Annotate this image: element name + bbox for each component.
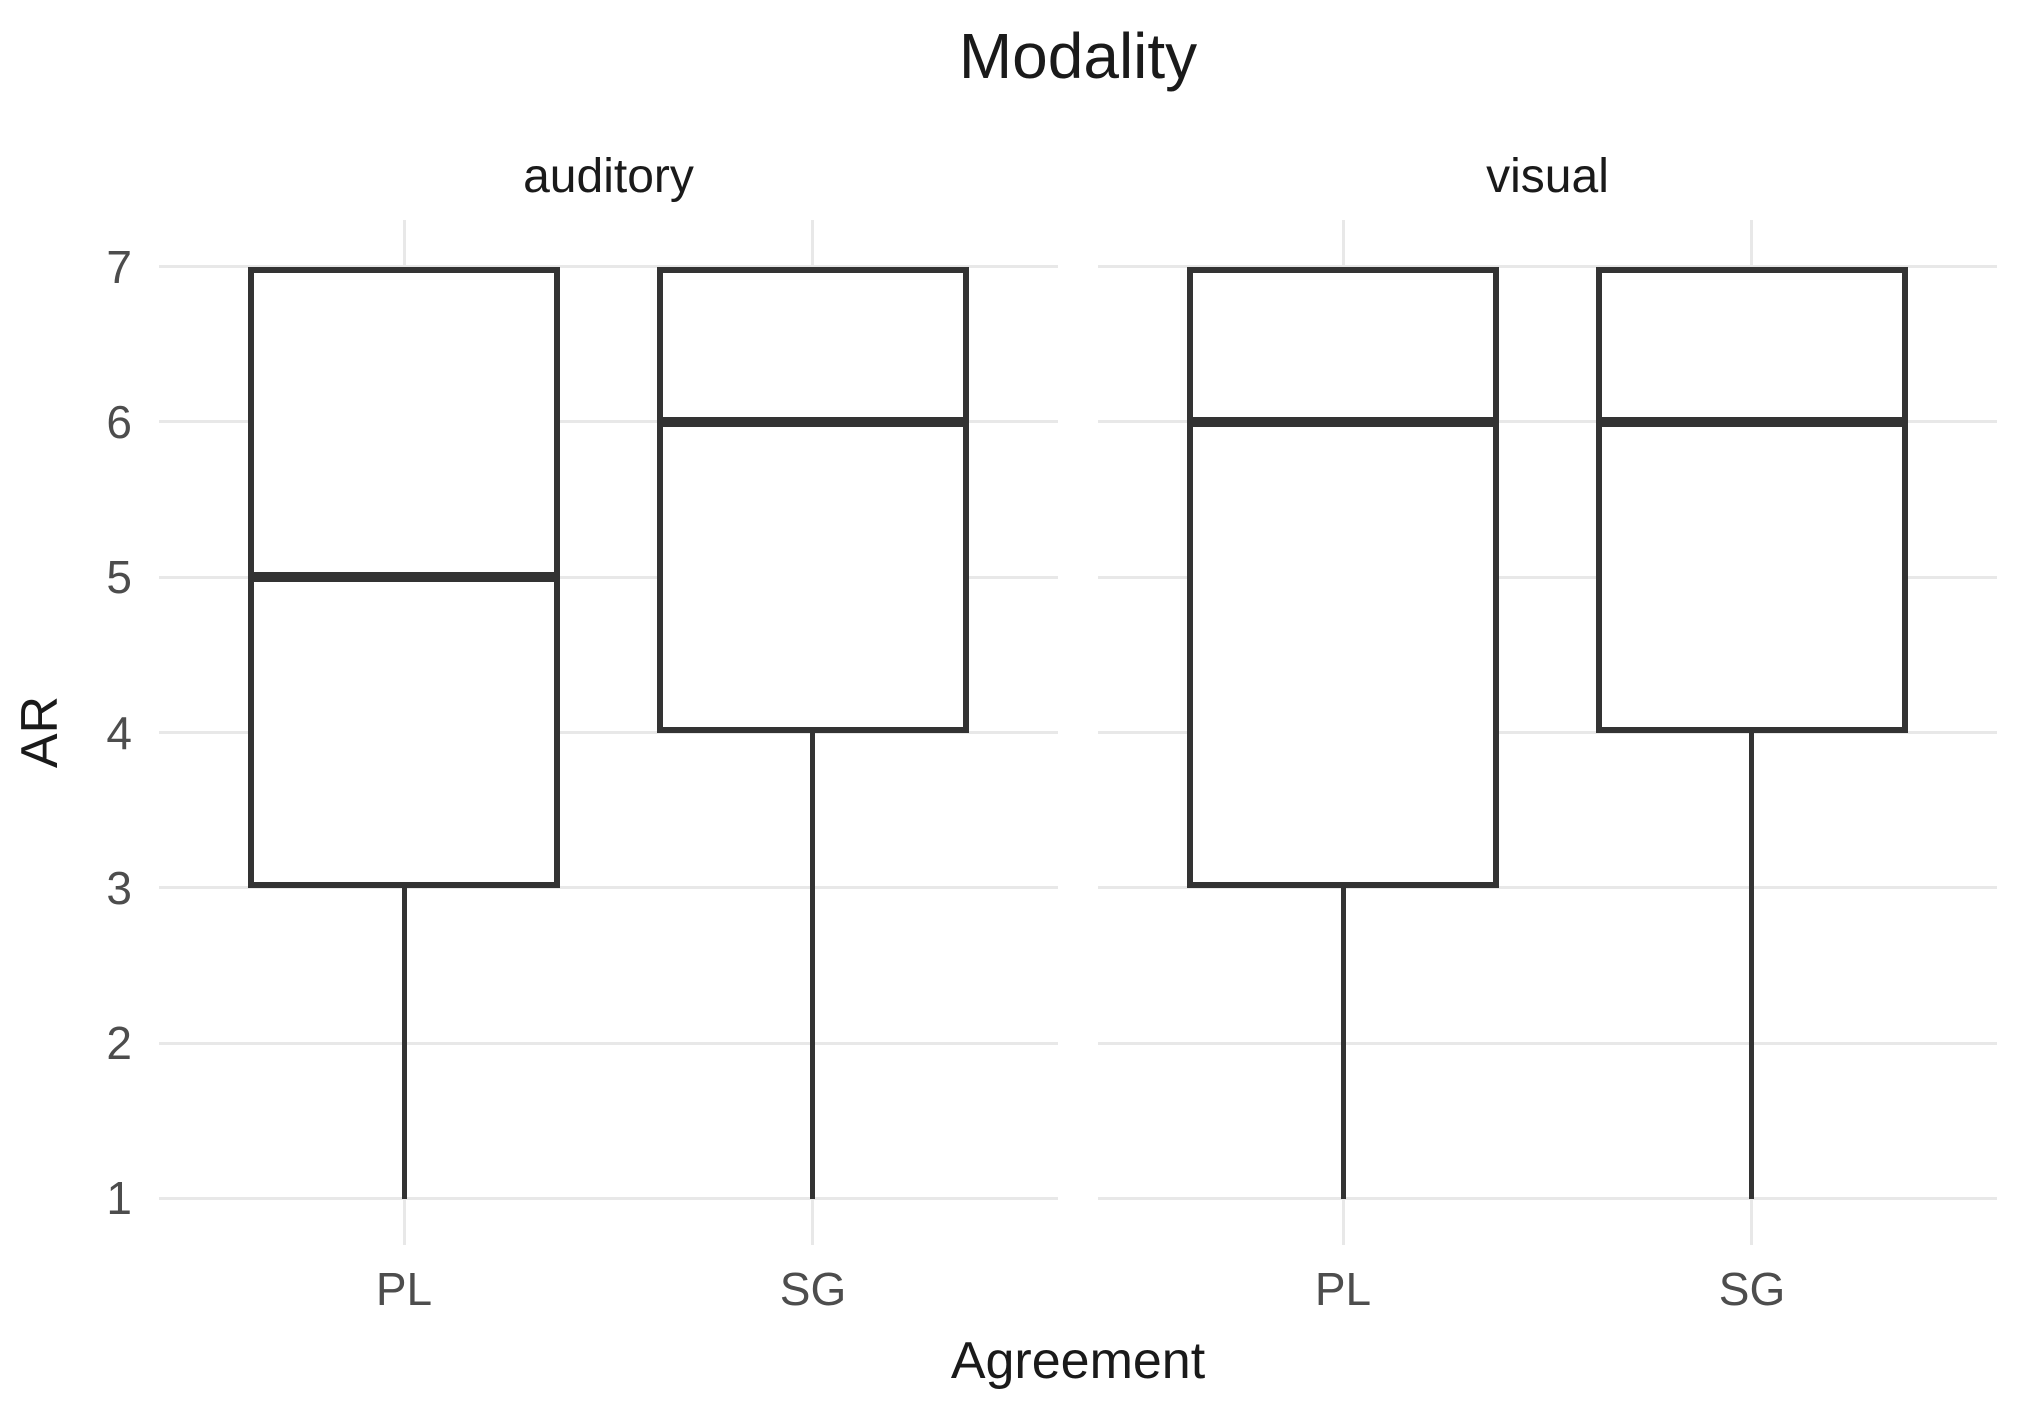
gridline-y-4 bbox=[159, 731, 1058, 734]
median-auditory-SG bbox=[657, 417, 969, 427]
facet-panel-auditory bbox=[159, 220, 1058, 1245]
gridline-y-1 bbox=[1098, 1197, 1997, 1200]
gridline-y-7 bbox=[1098, 265, 1997, 268]
whisker-lower-visual-PL bbox=[1341, 888, 1346, 1199]
x-tick-label-visual-PL: PL bbox=[1314, 1263, 1372, 1315]
chart-title: Modality bbox=[958, 20, 1198, 92]
x-axis-title: Agreement bbox=[950, 1332, 1206, 1390]
gridline-y-7 bbox=[159, 265, 1058, 268]
box-visual-PL bbox=[1187, 267, 1499, 888]
gridline-y-2 bbox=[1098, 1042, 1997, 1045]
box-auditory-SG bbox=[657, 267, 969, 733]
gridline-y-6 bbox=[159, 420, 1058, 423]
y-tick-label-3: 3 bbox=[106, 862, 132, 914]
whisker-lower-visual-SG bbox=[1749, 733, 1754, 1199]
x-tick-label-visual-SG: SG bbox=[1718, 1263, 1786, 1315]
facet-panel-visual bbox=[1098, 220, 1997, 1245]
y-tick-label-1: 1 bbox=[106, 1172, 132, 1224]
facet-label-auditory: auditory bbox=[523, 150, 694, 203]
gridline-y-5 bbox=[159, 576, 1058, 579]
whisker-lower-auditory-SG bbox=[810, 733, 815, 1199]
facet-label-visual: visual bbox=[1486, 150, 1609, 203]
gridline-y-4 bbox=[1098, 731, 1997, 734]
y-tick-label-2: 2 bbox=[106, 1017, 132, 1069]
gridline-y-3 bbox=[159, 886, 1058, 889]
x-tick-label-auditory-SG: SG bbox=[779, 1263, 847, 1315]
median-visual-PL bbox=[1187, 417, 1499, 427]
whisker-lower-auditory-PL bbox=[402, 888, 407, 1199]
y-tick-label-7: 7 bbox=[106, 241, 132, 293]
gridline-y-2 bbox=[159, 1042, 1058, 1045]
median-visual-SG bbox=[1596, 417, 1908, 427]
gridline-y-3 bbox=[1098, 886, 1997, 889]
x-tick-label-auditory-PL: PL bbox=[375, 1263, 433, 1315]
gridline-y-6 bbox=[1098, 420, 1997, 423]
median-auditory-PL bbox=[248, 572, 560, 582]
gridline-y-5 bbox=[1098, 576, 1997, 579]
gridline-y-1 bbox=[159, 1197, 1058, 1200]
y-tick-label-6: 6 bbox=[106, 396, 132, 448]
y-tick-label-5: 5 bbox=[106, 551, 132, 603]
y-tick-label-4: 4 bbox=[106, 707, 132, 759]
box-visual-SG bbox=[1596, 267, 1908, 733]
